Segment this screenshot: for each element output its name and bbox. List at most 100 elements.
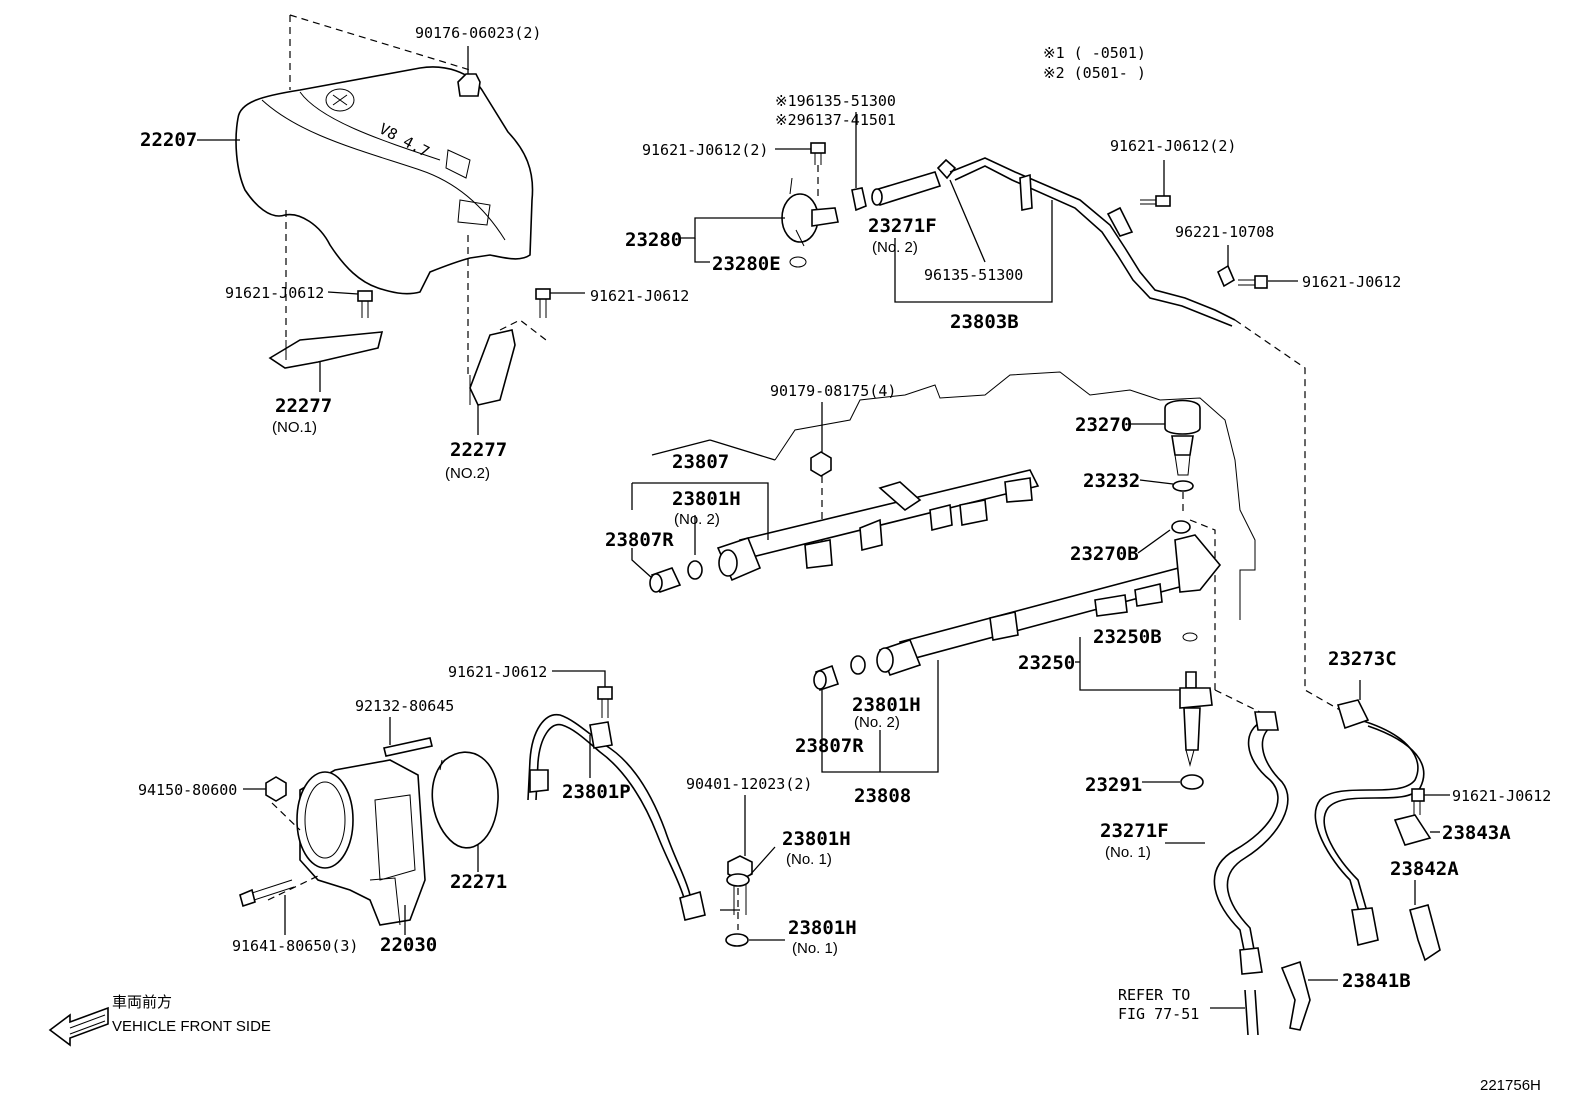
injector-23250[interactable] — [1179, 671, 1213, 767]
label-23843A: 23843A — [1442, 822, 1511, 844]
gasket-23801H-no2b[interactable] — [850, 655, 866, 675]
damper-23280[interactable] — [781, 177, 839, 247]
label-23280: 23280 — [625, 229, 682, 251]
hose-23271F-no2[interactable] — [871, 171, 942, 207]
front-label-en: VEHICLE FRONT SIDE — [112, 1018, 271, 1035]
bolt-91621-cover-right[interactable] — [535, 288, 551, 318]
label-23271F-no1-sub: (No. 1) — [1105, 844, 1151, 861]
oring-23250B[interactable] — [1182, 632, 1198, 642]
label-23801H-no1a-sub: (No. 1) — [786, 851, 832, 868]
pipe-refer — [1244, 989, 1259, 1036]
front-arrow-icon — [48, 1006, 109, 1047]
label-91621-r: 91621-J0612 — [1452, 787, 1551, 805]
clip-96135[interactable] — [851, 187, 867, 212]
label-23807R-a: 23807R — [605, 529, 674, 551]
nut-90176[interactable] — [457, 73, 481, 97]
label-22207: 22207 — [140, 129, 197, 151]
label-23273C: 23273C — [1328, 648, 1397, 670]
label-90401: 90401-12023(2) — [686, 775, 812, 793]
label-23801P: 23801P — [562, 781, 631, 803]
hose-23271F-no1[interactable] — [1213, 711, 1289, 975]
hose-23273C[interactable] — [1314, 699, 1425, 946]
front-label-jp: 車両前方 — [112, 994, 172, 1011]
bolt-91621-tr[interactable] — [1140, 195, 1171, 207]
label-22277-no1: 22277 — [275, 395, 332, 417]
clamp-23843A[interactable] — [1393, 814, 1432, 846]
figure-code: 221756H — [1480, 1077, 1541, 1094]
label-23808: 23808 — [854, 785, 911, 807]
label-91621-cover-r: 91621-J0612 — [590, 287, 689, 305]
plug-23807R-a[interactable] — [649, 567, 682, 593]
gasket-23801H-no2a[interactable] — [687, 560, 703, 580]
label-96221: 96221-10708 — [1175, 223, 1274, 241]
label-23801H-no2a: 23801H — [672, 488, 741, 510]
label-91621-tr2: 91621-J0612 — [1302, 273, 1401, 291]
nut-94150[interactable] — [265, 776, 287, 802]
label-23250B: 23250B — [1093, 626, 1162, 648]
bolt-91621-cover-left[interactable] — [357, 290, 373, 318]
clamp-23842A[interactable] — [1409, 904, 1441, 962]
fuel-rail-23807[interactable] — [716, 469, 1040, 582]
gasket-23801H-no1b[interactable] — [725, 933, 749, 947]
label-91621-top: 91621-J0612(2) — [642, 141, 768, 159]
bolt-91621-mid[interactable] — [597, 686, 613, 718]
label-90176: 90176-06023(2) — [415, 24, 541, 42]
stud-92132[interactable] — [383, 737, 433, 757]
label-23801H-no1b-sub: (No. 1) — [792, 940, 838, 957]
gasket-23270B[interactable] — [1171, 520, 1191, 534]
label-23232: 23232 — [1083, 470, 1140, 492]
bolt-91621-top[interactable] — [810, 142, 826, 165]
bracket-22277-no2[interactable] — [469, 329, 516, 406]
label-23271F-no1: 23271F — [1100, 820, 1169, 842]
bolt-91641[interactable] — [239, 879, 295, 908]
label-23270B: 23270B — [1070, 543, 1139, 565]
seal-23291[interactable] — [1180, 774, 1204, 790]
bracket-22277-no1[interactable] — [268, 331, 384, 369]
label-90179: 90179-08175(4) — [770, 382, 896, 400]
label-23807: 23807 — [672, 451, 729, 473]
label-23801H-no1a: 23801H — [782, 828, 851, 850]
plug-23807R-b[interactable] — [813, 664, 840, 692]
label-22030: 22030 — [380, 934, 437, 956]
label-23271F-no2: 23271F — [868, 215, 937, 237]
label-91641: 91641-80650(3) — [232, 937, 358, 955]
label-22271: 22271 — [450, 871, 507, 893]
label-94150: 94150-80600 — [138, 781, 237, 799]
label-23801H-no1b: 23801H — [788, 917, 857, 939]
label-22277-no2-sub: (NO.2) — [445, 465, 490, 482]
fuel-pipe-23803B[interactable] — [949, 157, 1236, 327]
label-92132: 92132-80645 — [355, 697, 454, 715]
label-96135: 96135-51300 — [924, 266, 1023, 284]
gasket-22271[interactable] — [431, 751, 499, 849]
throttle-body-22030[interactable] — [296, 759, 426, 926]
label-23270: 23270 — [1075, 414, 1132, 436]
vacuum-pipe-23801P[interactable] — [527, 713, 706, 921]
label-23803B: 23803B — [950, 311, 1019, 333]
label-91621-cover-l: 91621-J0612 — [225, 284, 324, 302]
clamp-23841B[interactable] — [1280, 960, 1311, 1031]
label-23250: 23250 — [1018, 652, 1075, 674]
bolt-91621-r[interactable] — [1411, 788, 1425, 815]
pulsation-damper-23270[interactable] — [1164, 399, 1201, 476]
gasket-23232[interactable] — [1172, 480, 1194, 492]
label-23807R-b: 23807R — [795, 735, 864, 757]
bolt-91621-tr2[interactable] — [1238, 275, 1268, 289]
label-23842A: 23842A — [1390, 858, 1459, 880]
label-23841B: 23841B — [1342, 970, 1411, 992]
label-23801H-no2b-sub: (No. 2) — [854, 714, 900, 731]
fuel-rail-23808[interactable] — [876, 534, 1222, 676]
engine-cover-22207[interactable]: V8 4.7 — [235, 66, 534, 295]
refer-line-1: REFER TO — [1118, 986, 1190, 1004]
clamp-96221[interactable] — [1216, 264, 1236, 288]
nut-90179[interactable] — [810, 451, 832, 477]
label-23280E: 23280E — [712, 253, 781, 275]
refer-line-2: FIG 77-51 — [1118, 1005, 1199, 1023]
clip-96135-51300[interactable] — [936, 158, 957, 180]
note-2: ※2 (0501- ) — [1043, 64, 1146, 82]
label-23271F-no2-sub: (No. 2) — [872, 239, 918, 256]
label-22277-no1-sub: (NO.1) — [272, 419, 317, 436]
gasket-23801H-no1a[interactable] — [726, 873, 750, 887]
label-23801H-no2b: 23801H — [852, 694, 921, 716]
note-1: ※1 ( -0501) — [1043, 44, 1146, 62]
